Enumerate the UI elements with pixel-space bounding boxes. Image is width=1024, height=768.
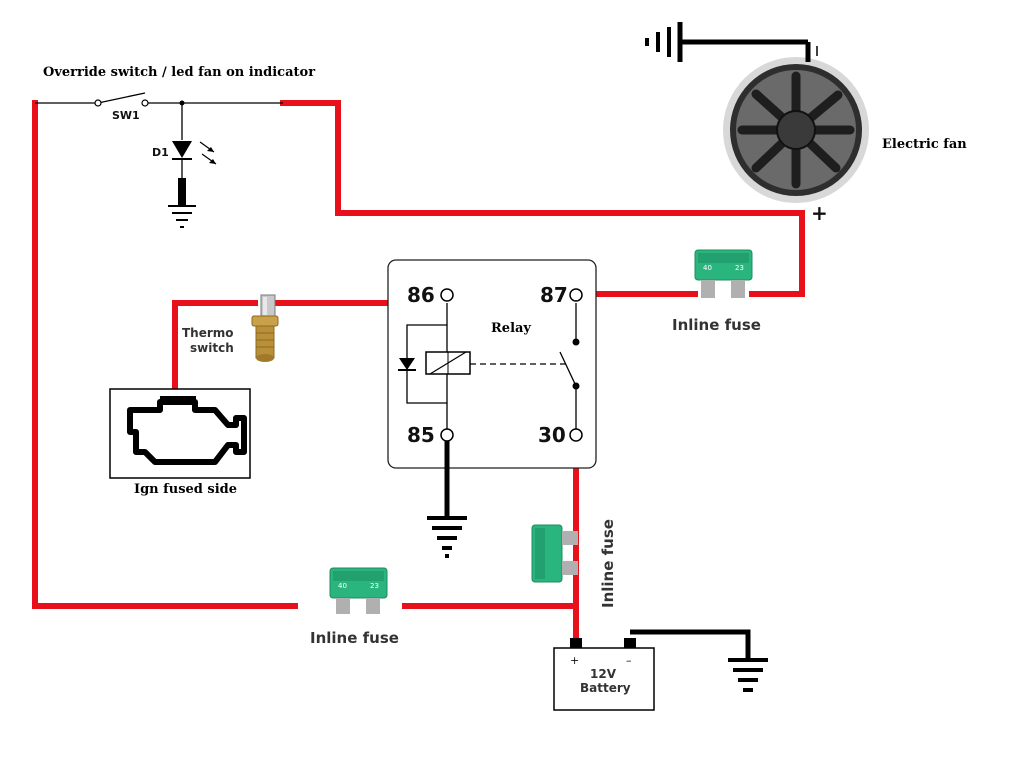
inline-fuse-top-icon: 40 23 bbox=[694, 249, 753, 298]
relay-pin-30: 30 bbox=[538, 423, 566, 447]
thermo-switch-icon bbox=[251, 294, 279, 362]
relay-pin-85: 85 bbox=[407, 423, 435, 447]
battery-label: Battery bbox=[580, 681, 631, 695]
relay-pin-87: 87 bbox=[540, 283, 568, 307]
relay-pin-86: 86 bbox=[407, 283, 435, 307]
inline-fuse-bottom-icon: 40 23 bbox=[329, 567, 388, 614]
electric-fan-icon bbox=[723, 57, 869, 203]
junction-dot bbox=[179, 100, 185, 106]
sw1-contact-right bbox=[141, 99, 149, 107]
d1-label: D1 bbox=[152, 146, 169, 159]
fan-ground-icon bbox=[645, 22, 811, 62]
sw1-contact-left bbox=[94, 99, 102, 107]
ign-label: Ign fused side bbox=[134, 482, 237, 497]
battery-plus-label: + bbox=[570, 654, 579, 667]
inline-fuse-bottom-label: Inline fuse bbox=[310, 629, 399, 647]
led-ground-icon bbox=[168, 205, 196, 228]
svg-text:23: 23 bbox=[370, 582, 379, 590]
svg-text:23: 23 bbox=[735, 264, 744, 272]
relay-label: Relay bbox=[491, 321, 531, 336]
sw1-label: SW1 bbox=[112, 109, 140, 122]
thermo-label-2: switch bbox=[190, 341, 234, 355]
battery-minus-label: – bbox=[626, 654, 632, 667]
relay-ground-icon bbox=[427, 516, 467, 558]
fan-plus-label: + bbox=[811, 201, 828, 225]
override-switch-label: Override switch / led fan on indicator bbox=[43, 65, 315, 80]
thermo-label-1: Thermo bbox=[182, 326, 234, 340]
electric-fan-label: Electric fan bbox=[882, 137, 967, 152]
inline-fuse-vertical-icon bbox=[531, 524, 578, 583]
wire-switch-to-fan bbox=[280, 100, 805, 241]
relay-box bbox=[387, 259, 597, 469]
battery-voltage: 12V bbox=[590, 667, 617, 681]
svg-text:40: 40 bbox=[338, 582, 347, 590]
battery-ground-icon bbox=[728, 658, 768, 692]
svg-text:40: 40 bbox=[703, 264, 712, 272]
led-d1-icon bbox=[172, 141, 217, 165]
wire-fan-to-top-fuse bbox=[749, 235, 805, 297]
inline-fuse-top-label: Inline fuse bbox=[672, 316, 761, 334]
wire-thermo-to-ign bbox=[172, 300, 258, 395]
engine-icon bbox=[109, 388, 251, 479]
wire-switch-to-bottom-fuse bbox=[32, 100, 298, 609]
inline-fuse-vertical-label: Inline fuse bbox=[599, 519, 617, 608]
battery-icon bbox=[553, 638, 655, 711]
